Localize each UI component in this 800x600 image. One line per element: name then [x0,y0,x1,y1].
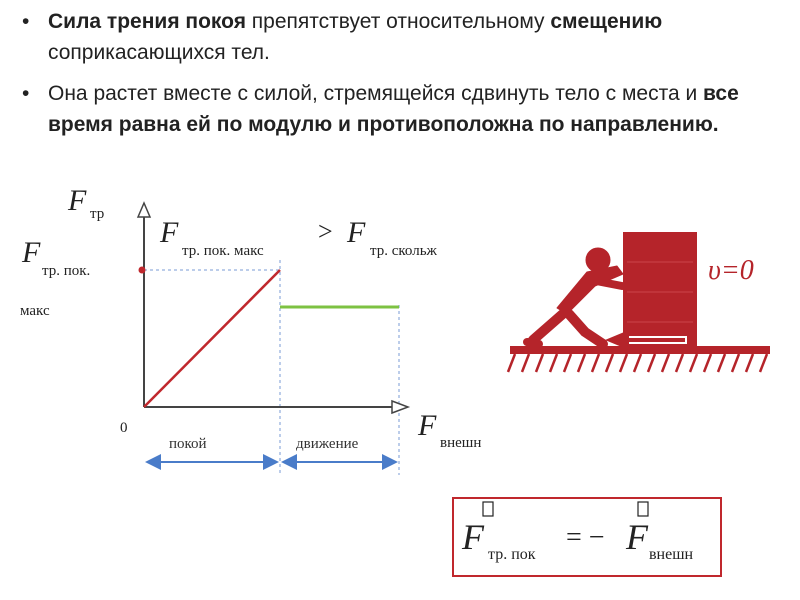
vector-mark-left [482,501,494,517]
max-label-subscript-1: тр. пок. [42,263,90,279]
y-axis-arrowhead [136,201,152,218]
pushing-man-figure [523,247,626,349]
vector-mark-right [637,501,649,517]
max-point-marker [138,266,146,274]
bullet-item-2: • Она растет вместе с силой, стремящейся… [22,78,782,140]
region-motion-label: движение [296,436,359,452]
formula-box: F тр. пок = − F внешн [452,497,722,577]
pushing-illustration: υ=0 [506,232,770,373]
formula-right-symbol: F [625,517,649,557]
velocity-zero-label: υ=0 [708,255,754,286]
bullet-1-bold-term: Сила трения покоя [48,10,246,33]
bullet-1-bold-term-2: смещению [550,10,663,33]
formula: F тр. пок = − F внешн [461,501,694,563]
y-axis-label-subscript: тр [90,206,104,222]
static-friction-line [143,269,281,408]
ground-surface [510,346,770,354]
x-axis-label-symbol: F [417,409,437,442]
formula-left-subscript: тр. пок [488,546,536,563]
bullet-item-1: • Сила трения покоя препятствует относит… [22,6,782,68]
y-axis-label-symbol: F [67,185,87,217]
formula-right-subscript: внешн [649,546,694,563]
x-axis-arrowhead [391,399,411,415]
comparison-left-subscript: тр. пок. макс [182,243,264,259]
bullet-marker: • [22,10,30,33]
comparison-right-subscript: тр. скольж [370,243,438,259]
ground-hatching [506,353,769,373]
max-label-symbol: F [21,236,41,269]
region-rest-label: покой [169,436,207,452]
friction-arrow [605,330,687,350]
bullet-list: • Сила трения покоя препятствует относит… [22,6,782,150]
heavy-box [623,232,697,346]
bullet-marker: • [22,82,30,105]
comparison-operator: > [318,217,333,246]
comparison-right-symbol: F [346,216,366,249]
comparison-left-symbol: F [159,216,179,249]
formula-equals: = − [566,522,605,553]
bullet-2-text: Она растет вместе с силой, стремящейся с… [48,82,704,105]
origin-label: 0 [120,420,128,436]
bullet-1-text-2: соприкасающихся тел. [48,41,270,64]
friction-graph: F тр F тр. пок. макс F тр. пок. макс > F… [20,185,481,475]
max-label-subscript-2: макс [20,303,50,319]
bullet-1-text: препятствует относительному [245,10,551,33]
bullet-2-bold-text: все время равна ей по модулю и противопо… [48,82,739,136]
x-axis-label-subscript: внешн [440,435,481,451]
formula-left-symbol: F [461,517,485,557]
